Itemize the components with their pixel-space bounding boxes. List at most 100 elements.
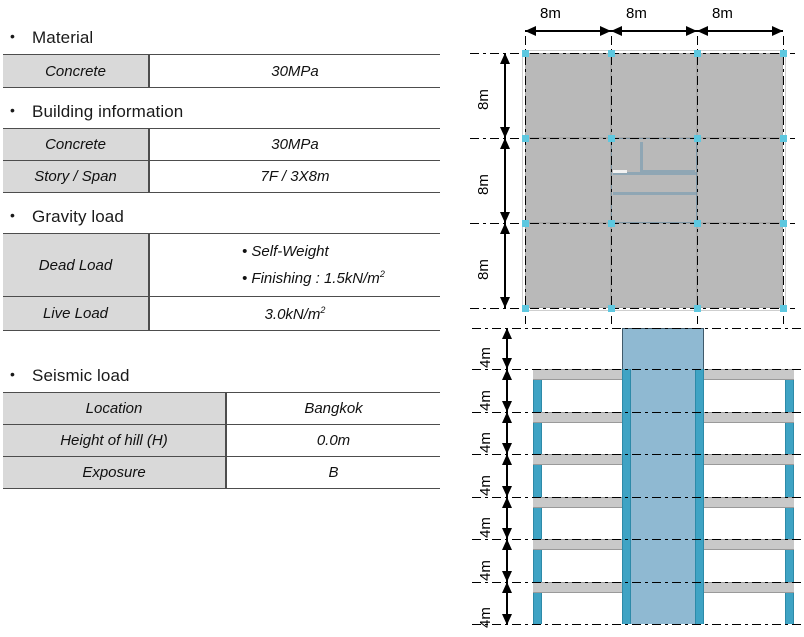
elev-dim-arrow [502,454,512,465]
dead-load-line-1: • Self-Weight [242,243,329,260]
elev-dim-arrow [502,358,512,369]
elev-dim-arrow [502,369,512,380]
elev-story-label-3: 4m [477,432,494,453]
elev-level-line [472,539,804,541]
elev-level-line [472,624,804,626]
plan-column-node [608,305,615,312]
plan-slab-bay [697,138,783,223]
elev-dim-arrow [502,443,512,454]
elev-story-label-1: 4m [477,347,494,368]
section-heading-material: •Material [10,26,93,48]
plan-dim-arrow [600,26,611,36]
plan-column-node [608,50,615,57]
elev-level-line [472,582,804,584]
row-value: 30MPa [149,54,440,88]
plan-gridline-vertical [783,36,785,324]
unit-superscript: 2 [379,269,385,279]
bullet-icon: • [10,102,16,118]
plan-column-node [780,220,787,227]
plan-gridline-horizontal [470,53,795,55]
elev-level-line [472,497,804,499]
plan-span-label-top-1: 8m [540,5,561,22]
row-key: Concrete [3,54,150,88]
plan-dim-line-top-1 [525,30,611,32]
elev-story-label-2: 4m [477,390,494,411]
row-value: B [226,456,440,489]
plan-dim-line-top-2 [611,30,697,32]
plan-dim-line-left-1 [504,53,506,138]
plan-core-wall-horizontal [640,170,695,173]
row-key: Exposure [3,456,227,489]
plan-column-node [694,305,701,312]
plan-column-node [608,220,615,227]
plan-slab-bay [525,138,611,223]
elev-column [695,369,704,624]
row-key: Dead Load [3,233,150,297]
table-row: Height of hill (H) 0.0m [3,424,440,457]
elev-story-label-6: 4m [477,560,494,581]
plan-column-node [694,50,701,57]
plan-dim-arrow [686,26,697,36]
section-heading-label: Seismic load [32,366,130,385]
row-key: Concrete [3,128,150,161]
bullet-icon: • [10,207,16,223]
elev-dim-arrow [502,486,512,497]
row-value: 7F / 3X8m [149,160,440,193]
plan-dim-line-top-3 [697,30,783,32]
section-heading-building-information: •Building information [10,100,183,122]
table-row: Live Load 3.0kN/m2 [3,296,440,331]
plan-dim-arrow [500,297,510,308]
elev-dim-arrow [502,614,512,625]
row-value: 30MPa [149,128,440,161]
plan-gridline-vertical [611,36,613,324]
plan-span-label-top-2: 8m [626,5,647,22]
plan-column-node [780,305,787,312]
plan-dim-arrow [611,26,622,36]
plan-dim-arrow [525,26,536,36]
plan-slab-bay [525,223,611,308]
gravity-load-table: Dead Load • Self-Weight • Finishing : 1.… [3,233,440,331]
plan-slab-bay [611,53,697,138]
figures-panel: 8m 8m 8m 8m 8m 8m [450,0,804,637]
elev-level-line [472,412,804,414]
elev-dim-arrow [502,539,512,550]
plan-column-node [522,305,529,312]
elev-dim-arrow [502,412,512,423]
plan-core-wall-vertical [640,142,643,172]
specification-panel: •Material Concrete 30MPa •Building infor… [3,26,440,489]
elev-dim-arrow [502,497,512,508]
section-heading-label: Gravity load [32,207,124,226]
unit-superscript: 2 [320,304,326,315]
elev-dim-line-2 [506,369,508,412]
row-value: Bangkok [226,392,440,425]
elev-column [533,369,542,624]
plan-dim-arrow [500,212,510,223]
plan-column-node [694,220,701,227]
section-heading-gravity-load: • Gravity load [10,205,124,227]
elev-dim-arrow [502,582,512,593]
elev-dim-line-3 [506,412,508,454]
table-row: Exposure B [3,456,440,489]
plan-dim-arrow [500,53,510,64]
elev-dim-arrow [502,571,512,582]
plan-dim-arrow [500,223,510,234]
plan-gridline-vertical [525,36,527,324]
bullet-icon: • [10,28,16,44]
table-row: Dead Load • Self-Weight • Finishing : 1.… [3,233,440,297]
plan-slab-bay [697,53,783,138]
plan-span-label-left-1: 8m [475,89,492,110]
plan-dim-arrow [500,138,510,149]
row-key: Story / Span [3,160,150,193]
plan-column-node [522,135,529,142]
section-heading-seismic-load: •Seismic load [10,364,130,386]
row-value: • Self-Weight • Finishing : 1.5kN/m2 [149,233,440,297]
elev-dim-arrow [502,328,512,339]
plan-outline [522,50,786,311]
plan-column-node [694,135,701,142]
plan-core-outline [611,138,697,223]
dead-load-line-2: • Finishing : 1.5kN/m2 [242,269,385,287]
plan-column-node [780,50,787,57]
row-key: Location [3,392,227,425]
plan-core-wall-horizontal [613,172,696,175]
elev-column [622,369,631,624]
